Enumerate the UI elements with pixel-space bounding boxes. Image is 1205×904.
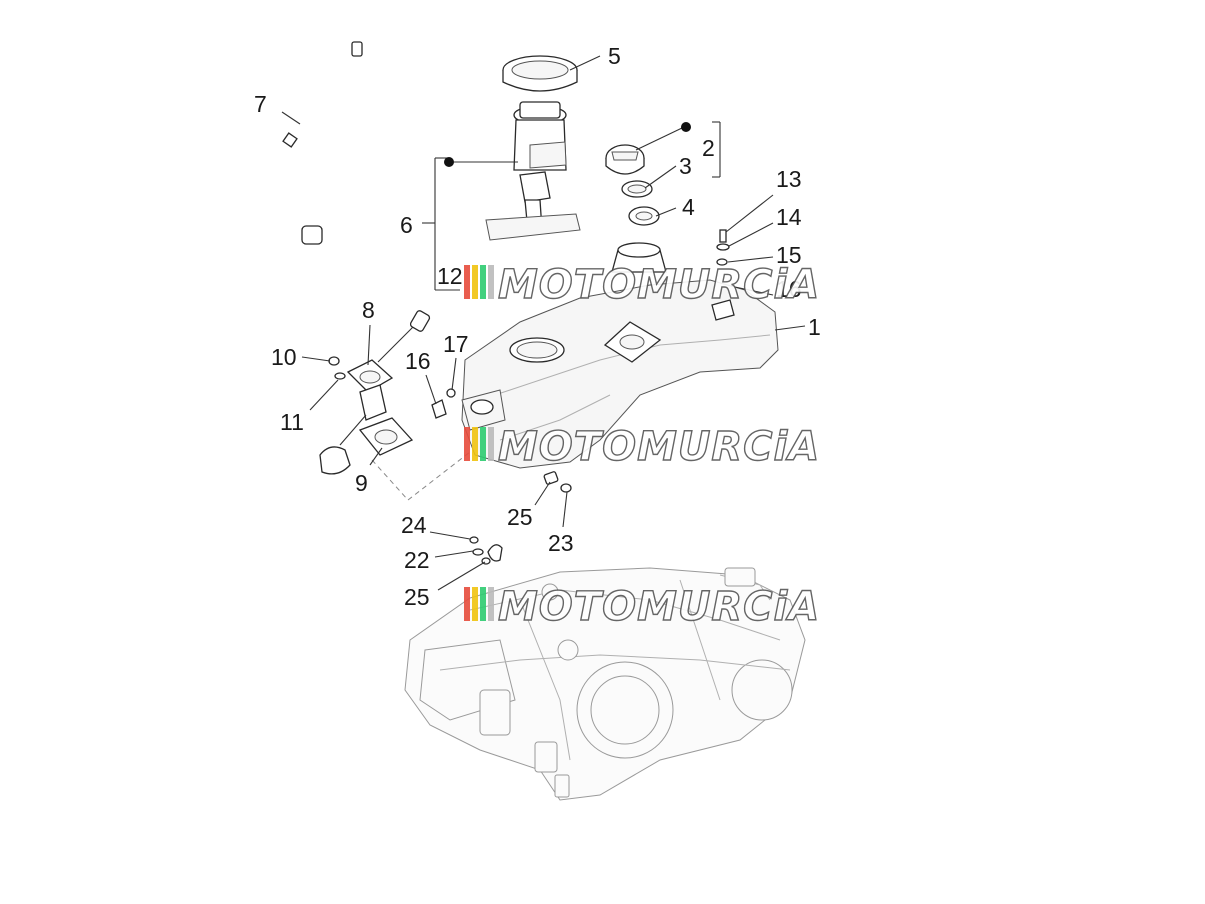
callout-bullets — [444, 122, 691, 167]
watermark-middle: MOTOMURCiA — [464, 423, 820, 471]
watermark-text: MOTOMURCiA — [498, 584, 820, 630]
callout-13: 13 — [776, 166, 802, 192]
watermark-stripe-red — [464, 265, 470, 299]
watermark-text: MOTOMURCiA — [498, 424, 820, 470]
watermark-stripe-red — [464, 427, 470, 461]
callout-10: 10 — [271, 344, 297, 370]
callout-labels: 5 2 3 4 6 7 12 13 14 15 16 1 8 10 11 9 1… — [254, 43, 821, 610]
callout-4: 4 — [682, 194, 695, 220]
callout-6: 6 — [400, 212, 413, 238]
sender-gasket — [358, 417, 414, 456]
watermark-stripe-red — [464, 587, 470, 621]
seal-ring — [628, 206, 660, 226]
filler-cap — [605, 144, 645, 175]
watermark-stripe-gray — [488, 587, 494, 621]
watermark-stripe-gray — [488, 427, 494, 461]
callout-3: 3 — [679, 153, 692, 179]
callout-12: 12 — [437, 263, 463, 289]
callout-23: 23 — [548, 530, 574, 556]
fuel-hose — [256, 41, 363, 245]
callout-17: 17 — [443, 331, 469, 357]
hardware-small-parts — [328, 229, 735, 565]
callout-1: 1 — [808, 314, 821, 340]
callout-14: 14 — [776, 204, 802, 230]
watermark-stripe-yellow — [472, 265, 478, 299]
leader-lines — [281, 55, 806, 591]
filler-neck — [611, 242, 667, 273]
watermark-stripe-yellow — [472, 587, 478, 621]
callout-8: 8 — [362, 297, 375, 323]
callout-22: 22 — [404, 547, 430, 573]
engine-ghost — [404, 567, 806, 801]
watermark-bottom: MOTOMURCiA — [464, 583, 820, 631]
gasket-ring — [621, 180, 653, 198]
callout-9: 9 — [355, 470, 368, 496]
watermark-stripe-green — [480, 587, 486, 621]
callout-25-upper: 25 — [507, 504, 533, 530]
watermark-top: MOTOMURCiA — [464, 261, 820, 309]
callout-7: 7 — [254, 91, 267, 117]
callout-25-lower: 25 — [404, 584, 430, 610]
callout-15: 15 — [776, 242, 802, 268]
callout-5: 5 — [608, 43, 621, 69]
fuel-pump-assembly — [485, 55, 581, 241]
callout-16-lower: 16 — [405, 348, 431, 374]
fuel-level-sender — [319, 310, 431, 475]
watermark-stripe-yellow — [472, 427, 478, 461]
fuel-tank — [461, 279, 779, 469]
watermark-stripe-green — [480, 427, 486, 461]
callout-24: 24 — [401, 512, 427, 538]
callout-2: 2 — [702, 135, 715, 161]
watermark-text: MOTOMURCiA — [498, 262, 820, 308]
watermark-stripe-gray — [488, 265, 494, 299]
callout-11: 11 — [280, 409, 304, 435]
watermark-stripe-green — [480, 265, 486, 299]
callout-16-upper: 16 — [776, 276, 802, 302]
assembly-dash-lines — [371, 451, 471, 501]
